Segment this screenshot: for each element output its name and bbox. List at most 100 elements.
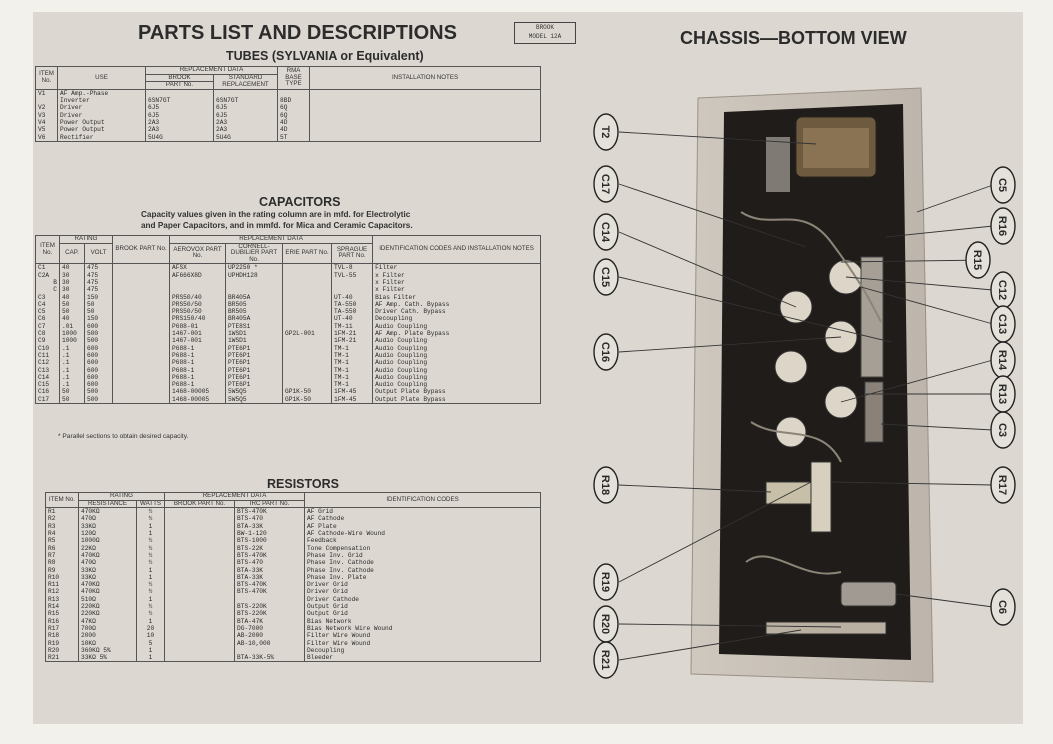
cell-item: R1 [45, 507, 79, 516]
cell-cap: .01 [59, 322, 85, 331]
svg-text:R20: R20 [599, 614, 611, 634]
cell-brook [112, 330, 171, 338]
cell-code: Phase Inv. Grid [304, 551, 542, 560]
cell-code: Driver Cathode [304, 595, 542, 604]
cell-brook [164, 559, 236, 567]
electrolytic-bank [860, 256, 884, 378]
cell-irc: BTS-220K [234, 603, 306, 611]
cell-cornell: BR505 [225, 300, 284, 309]
cell-brook [164, 551, 236, 560]
svg-text:C3: C3 [996, 423, 1008, 437]
cell-note: Audio Coupling [372, 337, 542, 345]
svg-text:R17: R17 [996, 475, 1008, 495]
cell-aerovox: 1467-001 [169, 330, 227, 338]
cell-brook [164, 588, 236, 596]
cell-brook [145, 89, 214, 98]
cell-irc: BTS-22K [234, 544, 306, 552]
cell-note: Bias Filter [372, 293, 542, 301]
tubes-col-partno: PART No. [145, 81, 214, 90]
cell-volt: 475 [83, 263, 114, 272]
caps-col-volt: VOLT [83, 242, 114, 265]
cell-brook [112, 395, 171, 405]
cell-note: x Filter [372, 286, 542, 294]
cell-item: C14 [35, 373, 60, 382]
cell-code: Output Grid [304, 610, 542, 618]
cell-item: R2 [45, 515, 79, 523]
caps-col-brook: BROOK PART No. [112, 234, 171, 265]
cell-res: 700Ω [78, 624, 137, 633]
cell-cornell: PTE6P1 [225, 373, 284, 382]
model-box: BROOK MODEL 12A [514, 22, 576, 44]
page-title: PARTS LIST AND DESCRIPTIONS [138, 22, 457, 44]
cell-use: Power Output [57, 126, 146, 134]
cell-code: Bias Network [304, 617, 542, 625]
cell-irc: BTA-33K [234, 522, 306, 531]
capacitor-c6 [840, 581, 897, 607]
svg-text:C5: C5 [996, 178, 1008, 192]
cell-cornell: 1WSD1 [225, 337, 284, 345]
cell-note: Output Plate Bypass [372, 388, 542, 396]
cell-irc: BTS-220K [234, 610, 306, 618]
cell-sprague: TA-550 [331, 308, 374, 316]
cell-item [35, 97, 58, 105]
cell-item: C9 [35, 337, 60, 345]
res-col-resistance: RESISTANCE [78, 499, 137, 509]
cell-watts: 10 [135, 632, 166, 640]
resistors-table: ITEM No. RATING REPLACEMENT DATA IDENTIF… [45, 491, 542, 663]
res-col-replacement: REPLACEMENT DATA [164, 492, 306, 501]
caps-col-aerovox: AEROVOX PART No. [169, 242, 227, 265]
cell-brook: 6J5 [145, 104, 214, 112]
cell-note: Decoupling [372, 315, 542, 323]
cell-res: 10KΩ [78, 639, 137, 647]
cell-use: Driver [57, 111, 146, 119]
cell-aerovox: P688-1 [169, 381, 227, 389]
cell-aerovox: PRS50/50 [169, 300, 227, 309]
cell-erie [282, 293, 333, 301]
cell-res: 22KΩ [78, 544, 137, 552]
cell-sprague: UT-40 [331, 315, 374, 323]
terminal-strip [765, 621, 887, 635]
cell-cap: 30 [59, 278, 85, 287]
cell-irc: BTA-33K-5% [234, 654, 306, 663]
cell-res: 33KΩ [78, 573, 137, 582]
cell-aerovox: AFSX [169, 263, 227, 272]
res-col-rating: RATING [77, 492, 166, 501]
cell-item: C2A [35, 271, 60, 279]
cell-irc: BTS-1000 [234, 537, 306, 545]
cell-cornell: BR405A [225, 293, 284, 301]
cell-item: R16 [45, 617, 79, 625]
cell-brook [112, 322, 171, 331]
cell-cornell: PTE6P1 [225, 381, 284, 389]
cell-item: R14 [45, 603, 79, 611]
cell-res: 470Ω [78, 559, 137, 567]
tubes-col-use: USE [57, 66, 146, 90]
callout-r19: R19 [593, 563, 619, 601]
cell-std: 6SN7GT [212, 97, 279, 105]
cell-sprague: UT-40 [331, 293, 374, 301]
cell-item: C11 [35, 351, 60, 360]
cell-res: 470KΩ [78, 551, 137, 560]
cell-note: x Filter [372, 278, 542, 287]
cell-res: 2000 [78, 632, 137, 640]
cell-irc: BTA-33K [234, 573, 306, 582]
cell-volt: 500 [83, 337, 114, 345]
cell-item: R21 [45, 654, 79, 663]
cell-item: C7 [35, 322, 60, 331]
cell-brook [164, 603, 236, 611]
cell-item: C1 [35, 263, 60, 272]
